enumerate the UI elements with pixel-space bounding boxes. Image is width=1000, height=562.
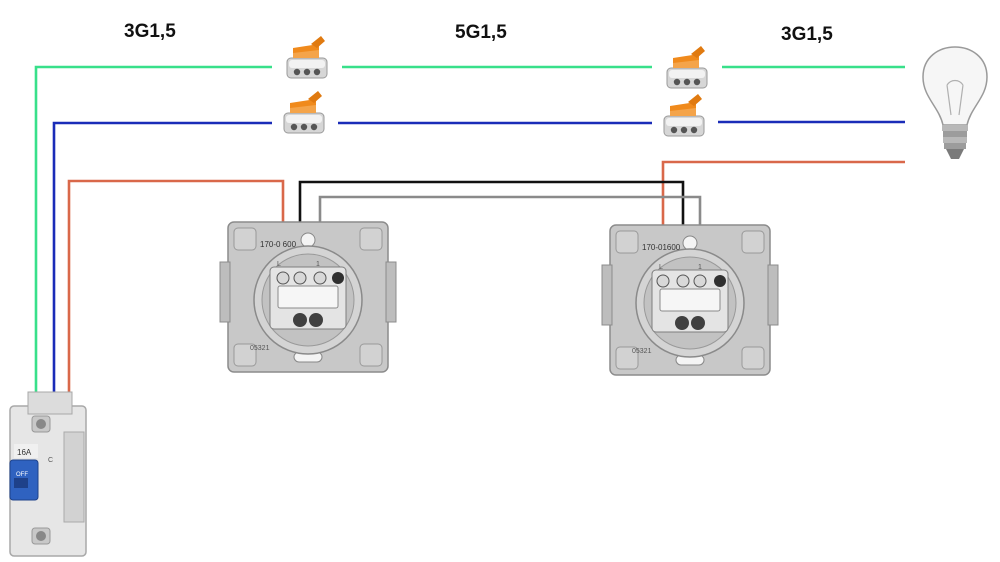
cable-label-left: 3G1,5 bbox=[124, 21, 176, 42]
switch-model-code: 170-0 600 bbox=[260, 240, 297, 249]
terminal-1-label: 1 bbox=[316, 261, 320, 268]
switch-terminal bbox=[656, 274, 670, 288]
switch-terminal bbox=[293, 271, 307, 285]
wago-connector-icon bbox=[663, 93, 705, 137]
switch-part-no: 05321 bbox=[632, 348, 652, 355]
neutral-wire-left bbox=[52, 121, 272, 392]
earth-wire-left bbox=[34, 65, 272, 392]
terminal-l-label: L bbox=[277, 261, 281, 268]
switch-terminal bbox=[332, 272, 344, 284]
switch-terminal bbox=[714, 275, 726, 287]
circuit-breaker-icon: 16A C OFF bbox=[9, 391, 87, 557]
switch-terminal bbox=[693, 274, 707, 288]
switch-terminal bbox=[676, 274, 690, 288]
breaker-state: OFF bbox=[16, 472, 28, 478]
terminal-1-label: 1 bbox=[698, 264, 702, 271]
switch-terminal bbox=[313, 271, 327, 285]
breaker-rating: 16A bbox=[17, 448, 32, 457]
switch-model-code: 170-01600 bbox=[642, 243, 681, 252]
wago-connector-icon bbox=[286, 35, 328, 79]
breaker-curve: C bbox=[48, 457, 53, 464]
two-way-switch-icon: 170-0 600 L 1 05321 bbox=[219, 221, 397, 373]
wires bbox=[34, 65, 905, 392]
switch-terminal bbox=[276, 271, 290, 285]
terminal-l-label: L bbox=[659, 264, 663, 271]
two-way-switch-icon: 170-01600 L 1 05321 bbox=[601, 224, 779, 376]
wago-connector-icon bbox=[666, 45, 708, 89]
cable-label-right: 3G1,5 bbox=[781, 24, 833, 45]
wago-connector-icon bbox=[283, 90, 325, 134]
switch-part-no: 05321 bbox=[250, 345, 270, 352]
light-bulb-icon bbox=[922, 46, 988, 159]
cable-label-middle: 5G1,5 bbox=[455, 22, 507, 43]
